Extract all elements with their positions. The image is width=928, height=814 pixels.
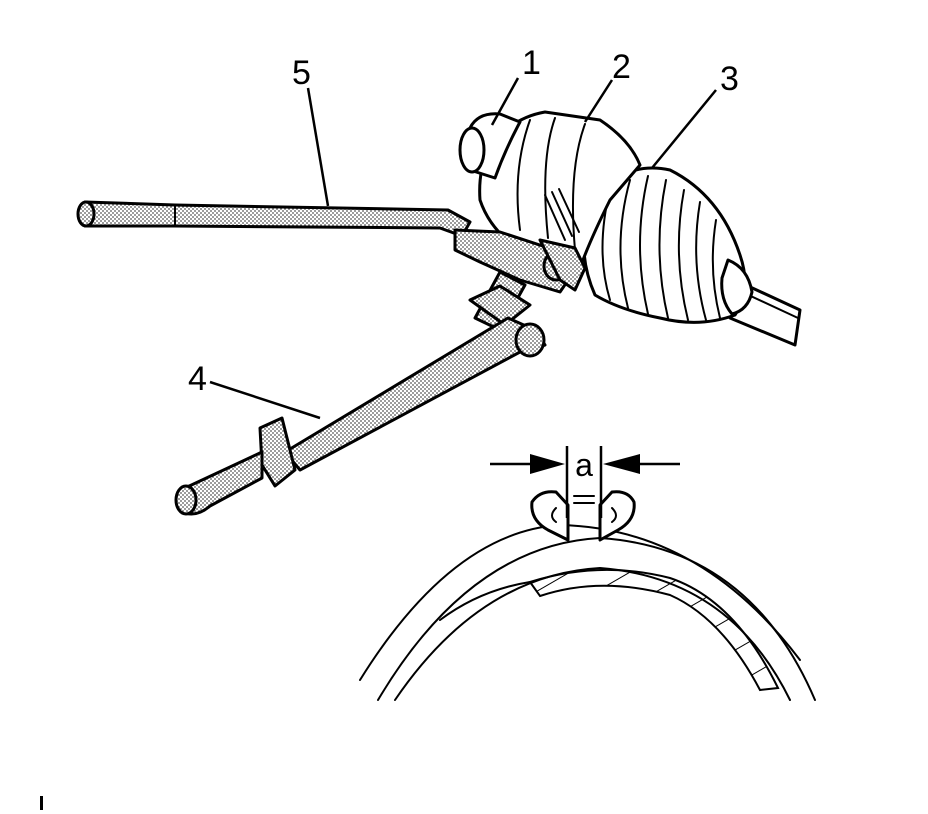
clamp-cross-section — [359, 490, 816, 701]
cv-boot — [582, 166, 754, 324]
dimension-label: a — [575, 447, 593, 483]
clamp-ear — [530, 490, 570, 542]
cv-joint-housing — [478, 110, 642, 270]
cv-joint-assembly — [458, 110, 802, 347]
pliers-handle-upper — [78, 200, 472, 238]
dimension-a: a — [490, 446, 680, 518]
corner-tick-mark — [40, 796, 43, 810]
hatched-wall — [528, 568, 780, 692]
dimension-arrow-right — [603, 454, 640, 474]
pliers-jaws — [453, 228, 577, 294]
callout-3: 3 — [720, 60, 739, 98]
dimension-arrow-left — [530, 454, 565, 474]
leader-2 — [583, 79, 614, 123]
callout-1: 1 — [522, 44, 541, 82]
callout-5: 5 — [292, 54, 311, 92]
clamp-pliers — [76, 200, 587, 516]
clamp-ear-right — [598, 490, 636, 542]
callout-2: 2 — [612, 48, 631, 86]
leader-3 — [651, 89, 717, 169]
leader-5 — [306, 87, 330, 207]
leader-1 — [490, 77, 520, 126]
callout-4: 4 — [188, 360, 207, 398]
pliers-handle-lower — [283, 316, 547, 472]
leader-4 — [209, 380, 321, 420]
adjuster-nut — [258, 416, 297, 488]
